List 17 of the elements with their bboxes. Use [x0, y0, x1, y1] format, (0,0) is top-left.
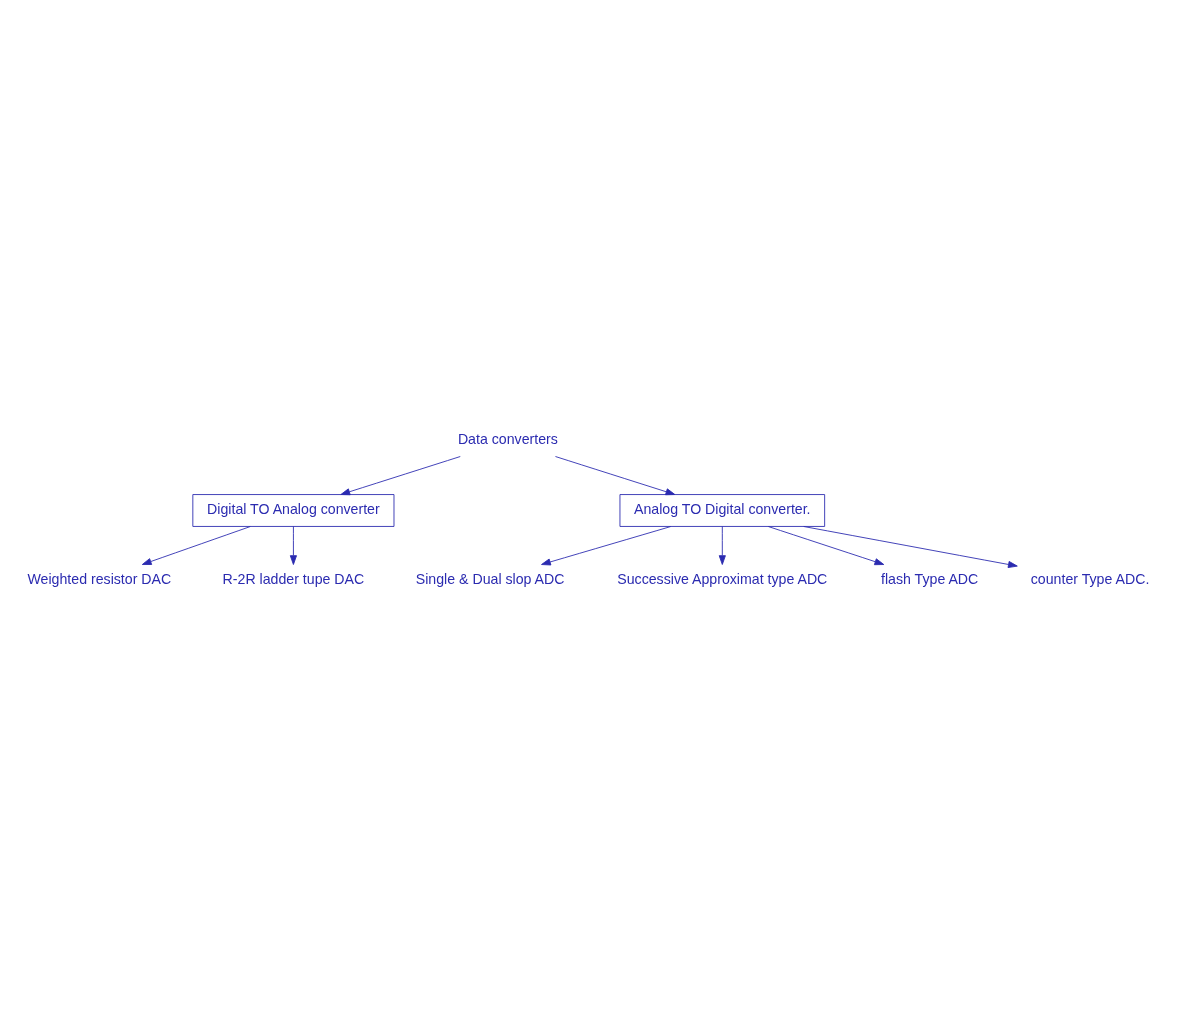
node-box: Digital TO Analog converter — [192, 493, 395, 527]
node-text: R-2R ladder tupe DAC — [222, 570, 365, 587]
node-text: Single & Dual slop ADC — [415, 570, 565, 587]
arrow — [555, 455, 676, 495]
arrow — [340, 455, 461, 495]
node-text: Successive Approximat type ADC — [617, 570, 828, 587]
arrow — [541, 525, 672, 565]
arrow — [289, 525, 297, 565]
arrow — [803, 525, 1018, 568]
arrow — [141, 525, 251, 565]
node-text: flash Type ADC — [881, 570, 979, 587]
arrow — [718, 525, 726, 565]
arrow — [767, 525, 885, 565]
node-box: Analog TO Digital converter. — [619, 493, 826, 527]
node-text: Weighted resistor DAC — [27, 570, 172, 587]
node-text: Data converters — [457, 430, 558, 447]
node-text: counter Type ADC. — [1030, 570, 1150, 587]
